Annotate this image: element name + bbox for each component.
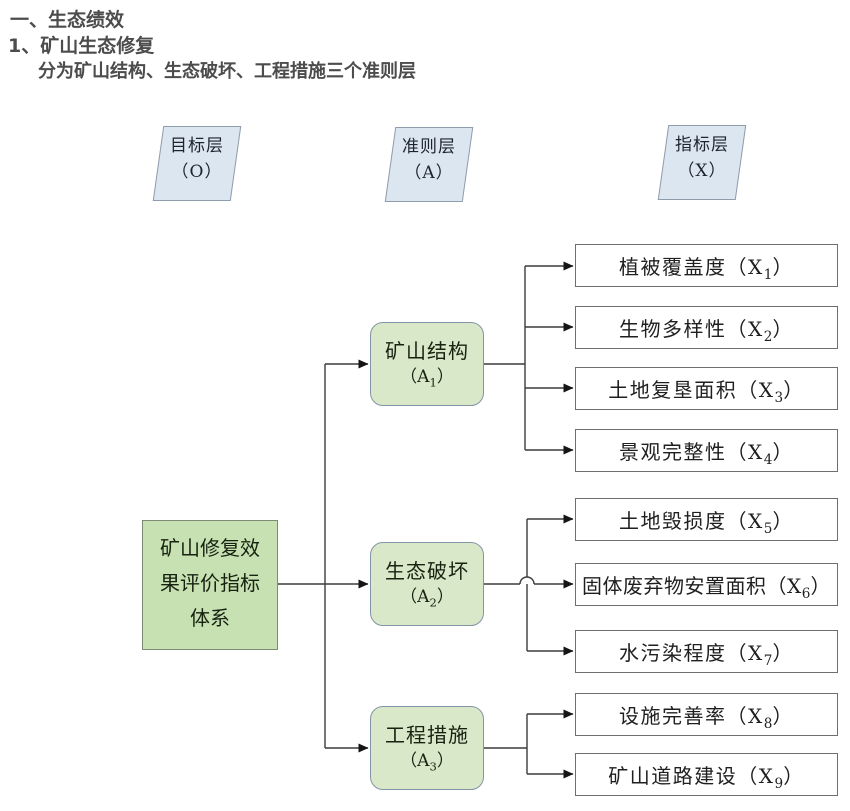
code-subscript: 3 [429, 759, 437, 774]
heading-item: 1、矿山生态修复 [8, 35, 155, 57]
code-subscript: 3 [774, 390, 784, 406]
code-prefix: （X [726, 641, 764, 665]
indicator-box-x5: 土地毁损度（X5） [575, 498, 838, 541]
code-suffix: ） [436, 587, 454, 607]
indicator-label: 土地复垦面积 [608, 378, 738, 402]
layer-label: 指标层 [675, 135, 729, 155]
indicator-code: （X6） [766, 570, 831, 602]
layer-code: （X） [677, 161, 727, 181]
code-prefix: （X [766, 574, 802, 598]
indicator-label: 生物多样性 [619, 317, 727, 341]
layer-header-indicator: 指标层 （X） [657, 125, 747, 200]
indicator-label: 矿山道路建设 [608, 764, 738, 788]
criteria-label: 矿山结构 [385, 339, 469, 363]
code-prefix: （X [726, 509, 764, 533]
goal-line: 矿山修复效 [160, 536, 260, 560]
code-suffix: ） [772, 440, 794, 464]
indicator-label: 土地毁损度 [619, 509, 727, 533]
indicator-box-x3: 土地复垦面积（X3） [575, 367, 838, 410]
layer-header-goal: 目标层 （O） [152, 126, 242, 201]
code-subscript: 6 [801, 586, 811, 602]
indicator-box-x8: 设施完善率（X8） [575, 693, 838, 736]
criteria-box-a2: 生态破坏 （A2） [370, 542, 484, 626]
code-suffix: ） [436, 367, 454, 387]
indicator-box-x1: 植被覆盖度（X1） [575, 244, 838, 287]
indicator-label: 景观完整性 [619, 440, 727, 464]
indicator-label: 水污染程度 [619, 641, 727, 665]
code-subscript: 8 [763, 716, 773, 732]
indicator-label: 植被覆盖度 [619, 255, 727, 279]
code-prefix: （X [726, 440, 764, 464]
indicator-box-x2: 生物多样性（X2） [575, 306, 838, 349]
code-prefix: （A [400, 751, 430, 771]
code-prefix: （X [726, 255, 764, 279]
goal-line: 果评价指标 [160, 571, 260, 595]
layer-header-text: 准则层 （A） [382, 134, 476, 186]
indicator-code: （X7） [726, 637, 794, 669]
layer-code: （A） [404, 163, 454, 183]
criteria-label: 工程措施 [385, 723, 469, 747]
code-subscript: 1 [429, 375, 437, 390]
code-subscript: 1 [763, 267, 773, 283]
heading-section: 一、生态绩效 [10, 9, 125, 31]
criteria-code: （A2） [371, 585, 483, 609]
code-subscript: 2 [429, 595, 437, 610]
code-prefix: （X [737, 378, 775, 402]
layer-label: 目标层 [170, 136, 224, 156]
indicator-code: （X8） [726, 700, 794, 732]
code-prefix: （X [737, 764, 775, 788]
code-prefix: （X [726, 704, 764, 728]
indicator-code: （X9） [737, 760, 805, 792]
connector-a1-to-indicators [484, 261, 574, 455]
criteria-code: （A3） [371, 749, 483, 773]
goal-text: 矿山修复效 果评价指标 体系 [143, 531, 277, 636]
goal-box: 矿山修复效 果评价指标 体系 [142, 520, 278, 650]
indicator-code: （X3） [737, 374, 805, 406]
indicator-box-x6: 固体废弃物安置面积（X6） [575, 563, 838, 606]
code-prefix: （X [726, 317, 764, 341]
layer-code: （O） [171, 162, 223, 182]
layer-header-text: 指标层 （X） [655, 132, 749, 184]
goal-line: 体系 [190, 606, 230, 630]
code-suffix: ） [436, 751, 454, 771]
connector-a2-to-indicators [484, 514, 574, 656]
indicator-box-x9: 矿山道路建设（X9） [575, 753, 838, 796]
code-suffix: ） [772, 317, 794, 341]
connector-goal-to-criteria [278, 359, 369, 753]
heading-note: 分为矿山结构、生态破坏、工程措施三个准则层 [38, 61, 416, 82]
code-suffix: ） [783, 378, 805, 402]
layer-label: 准则层 [402, 137, 456, 157]
indicator-code: （X5） [726, 505, 794, 537]
indicator-code: （X2） [726, 313, 794, 345]
code-suffix: ） [783, 764, 805, 788]
indicator-code: （X1） [726, 251, 794, 283]
indicator-box-x7: 水污染程度（X7） [575, 630, 838, 673]
layer-header-criteria: 准则层 （A） [384, 127, 474, 202]
code-suffix: ） [810, 574, 831, 598]
code-subscript: 2 [763, 329, 773, 345]
code-subscript: 7 [763, 653, 773, 669]
code-prefix: （A [400, 587, 430, 607]
code-suffix: ） [772, 641, 794, 665]
code-subscript: 4 [763, 452, 773, 468]
criteria-box-a1: 矿山结构 （A1） [370, 322, 484, 406]
layer-header-text: 目标层 （O） [150, 133, 244, 185]
criteria-code: （A1） [371, 365, 483, 389]
indicator-box-x4: 景观完整性（X4） [575, 429, 838, 472]
code-prefix: （A [400, 367, 430, 387]
indicator-label: 固体废弃物安置面积 [582, 574, 767, 598]
code-subscript: 9 [774, 776, 784, 792]
criteria-box-a3: 工程措施 （A3） [370, 706, 484, 790]
indicator-code: （X4） [726, 436, 794, 468]
code-suffix: ） [772, 509, 794, 533]
criteria-label: 生态破坏 [385, 559, 469, 583]
indicator-label: 设施完善率 [619, 704, 727, 728]
code-suffix: ） [772, 704, 794, 728]
connector-a3-to-indicators [484, 709, 574, 779]
code-suffix: ） [772, 255, 794, 279]
code-subscript: 5 [763, 521, 773, 537]
